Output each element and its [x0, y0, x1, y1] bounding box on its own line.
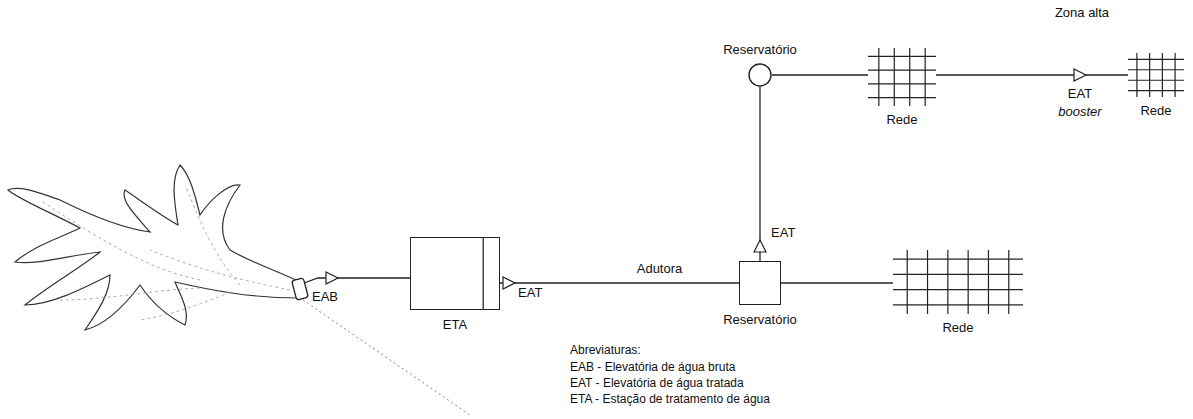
legend-heading: Abreviaturas:: [570, 343, 641, 357]
water-source: [8, 165, 300, 330]
source-branch-lines: [40, 185, 290, 320]
plant-divider: [483, 238, 484, 309]
network-pipe: [1128, 59, 1184, 60]
network-pipe: [1128, 90, 1184, 91]
pipe-label: Adutora: [635, 261, 685, 276]
node-outline: [748, 63, 772, 87]
treatment-plant-box: ETA: [410, 237, 500, 310]
node-outline: [411, 238, 499, 309]
network-pipe: [1128, 69, 1184, 70]
pump-label: EAT: [518, 286, 542, 300]
node-outline: [868, 48, 936, 106]
intake-structure: [292, 278, 309, 300]
reservoir-outline: [749, 64, 771, 86]
pump-label: EAT: [1068, 87, 1092, 101]
network-pipe: [893, 304, 1023, 305]
network-pipe: [868, 56, 936, 57]
intake-dotted-line: [303, 300, 470, 415]
network-pipe: [1128, 80, 1184, 81]
reservoir-circle: Reservatório: [748, 63, 772, 87]
pipe-connector: [500, 282, 739, 283]
pump-symbol-eat-vertical: [754, 240, 766, 252]
node-label: Rede: [886, 112, 917, 127]
abbreviation-text: EAB - Elevatória de água bruta: [570, 360, 735, 374]
abbreviation-text: EAT - Elevatória de água tratada: [570, 376, 744, 390]
network-pipe: [868, 97, 936, 98]
distribution-network: Rede: [893, 250, 1023, 314]
raw-water-pipe: [304, 278, 410, 283]
distribution-network: Rede: [868, 48, 936, 106]
node-outline: [893, 250, 1023, 314]
network-pipe: [893, 289, 1023, 290]
pump-symbol-eat: [503, 277, 515, 289]
network-pipe: [868, 69, 936, 70]
node-label: ETA: [443, 317, 467, 332]
abbreviation-text: ETA - Estação de tratamento de água: [570, 392, 770, 406]
node-label: Reservatório: [723, 312, 797, 327]
distribution-network: Rede: [1128, 53, 1184, 97]
node-label: Rede: [1140, 103, 1171, 118]
network-pipe: [868, 83, 936, 84]
zone-label: Zona alta: [1055, 6, 1109, 20]
pipe-connector: [759, 87, 760, 261]
pump-label: EAB: [312, 290, 338, 304]
pump-label: EAT: [771, 226, 795, 240]
pipe-connector: [936, 74, 1128, 75]
pump-symbol-booster: [1074, 69, 1086, 81]
pump-symbol-eab: [326, 272, 338, 284]
network-pipe: [893, 274, 1023, 275]
pipe-connector: [781, 282, 893, 283]
pipe-connector: [772, 74, 868, 75]
node-label: Reservatório: [723, 42, 797, 57]
reservoir-box: Reservatório: [739, 261, 781, 305]
node-outline: [1128, 53, 1184, 97]
node-label: Rede: [942, 320, 973, 335]
pump-label: booster: [1058, 105, 1101, 119]
network-pipe: [893, 259, 1023, 260]
node-outline: [740, 262, 780, 304]
